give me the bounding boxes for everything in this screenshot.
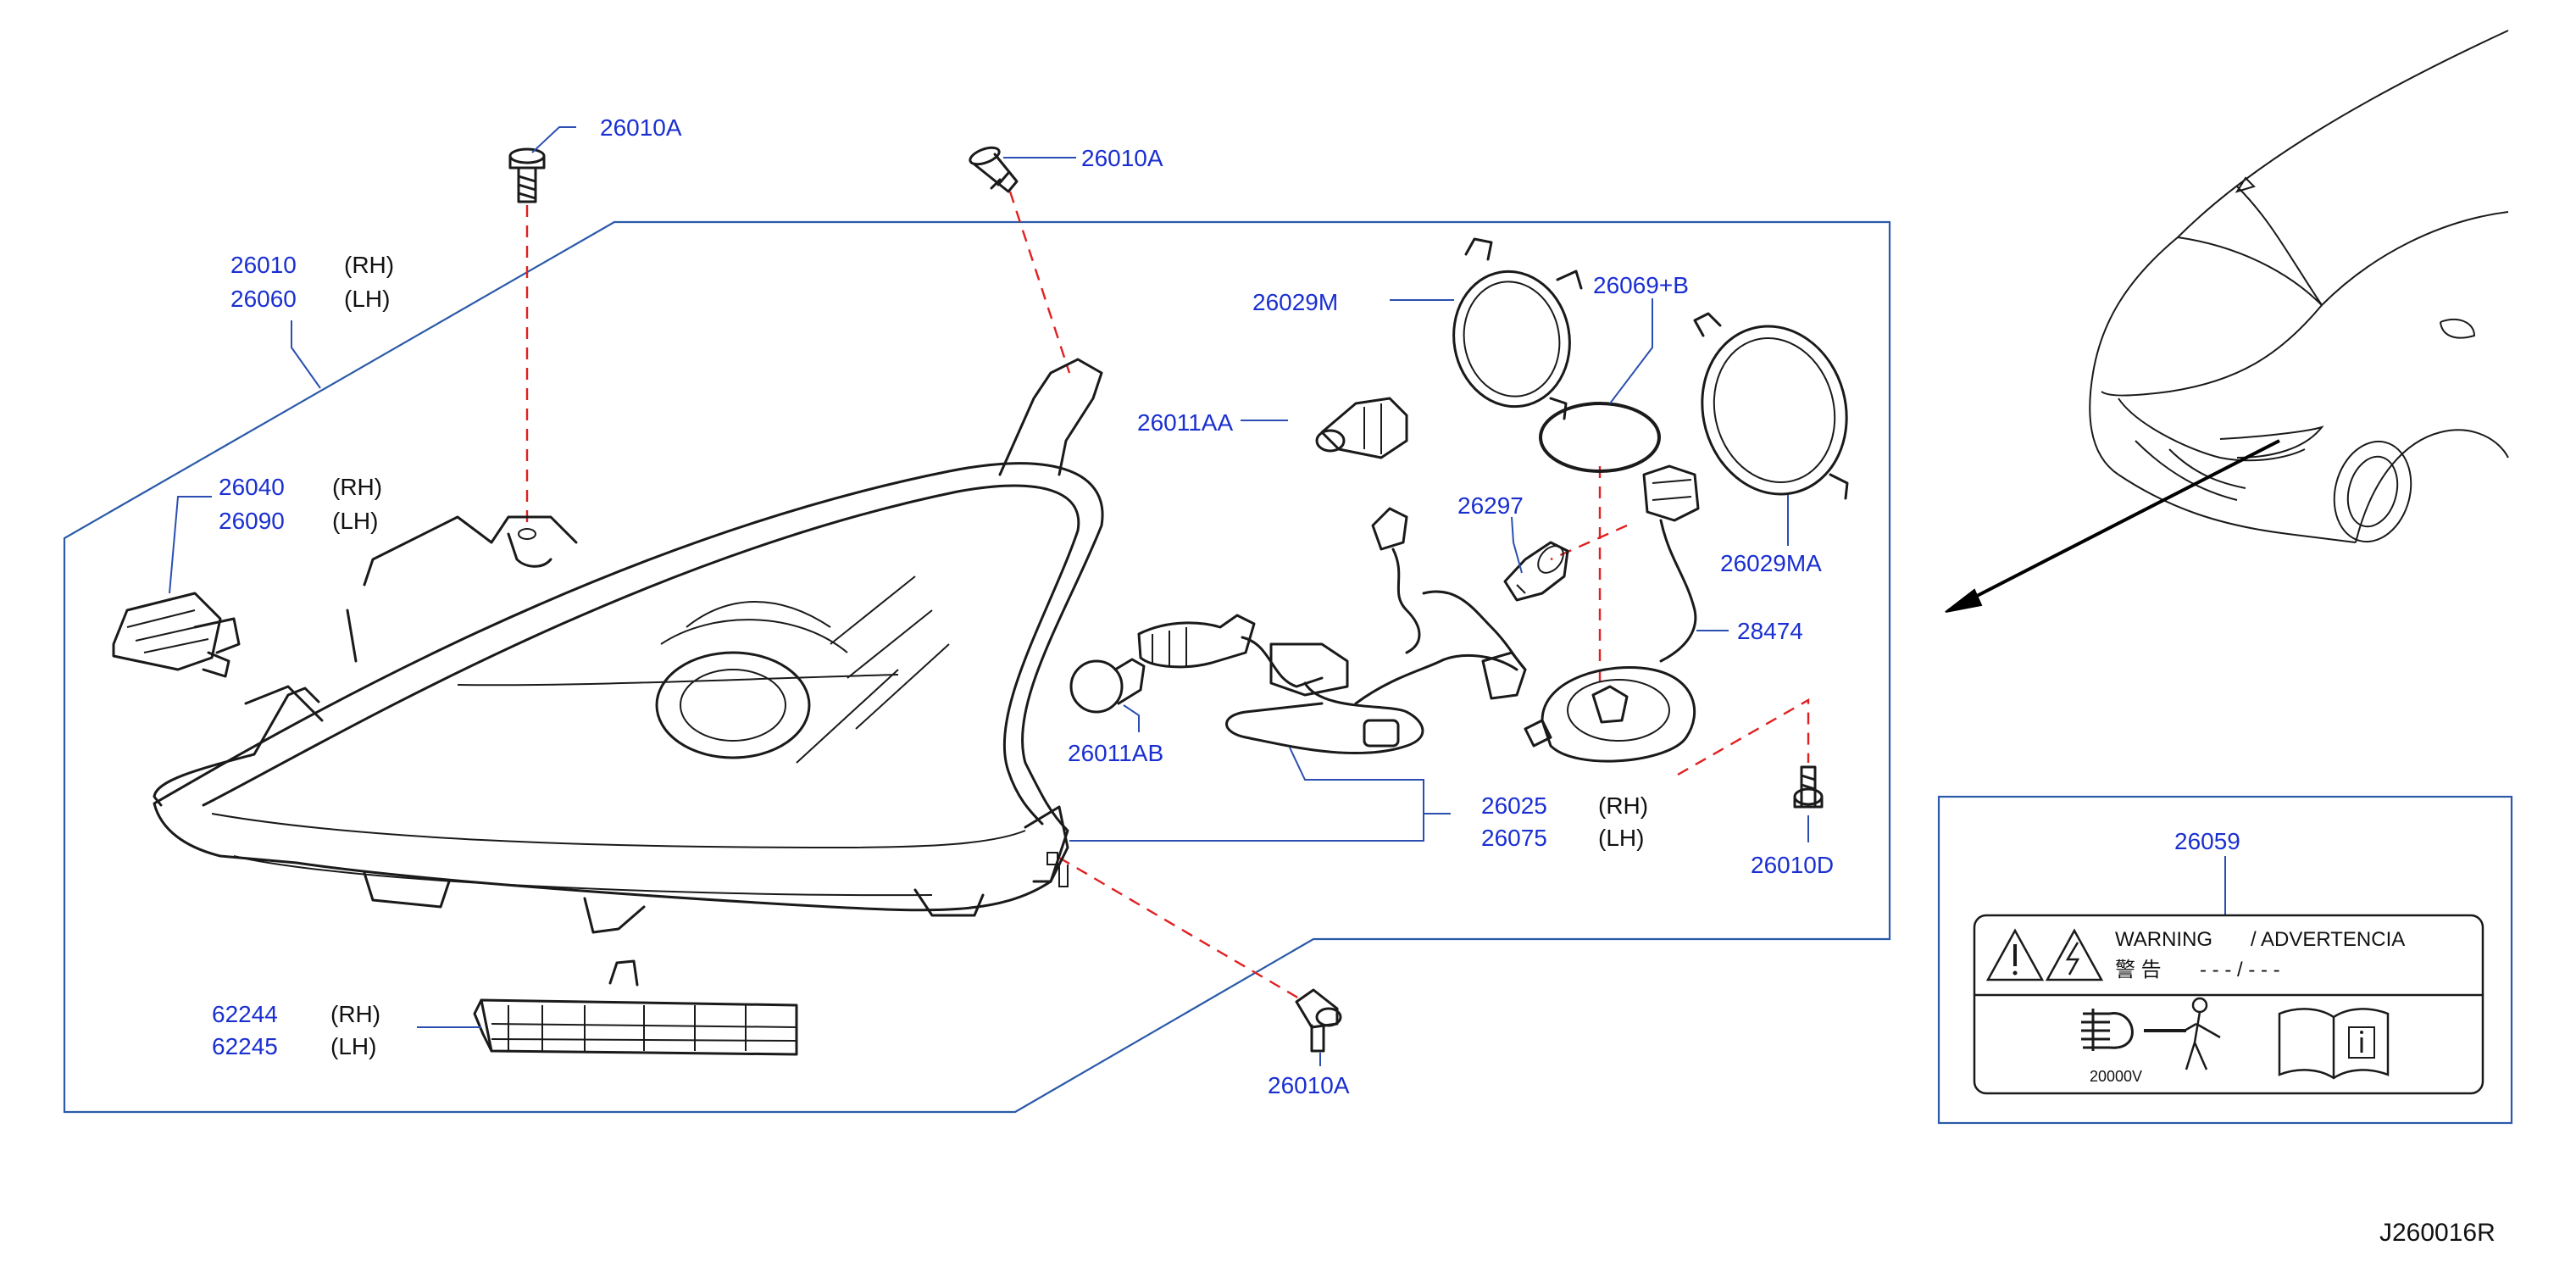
callout-26010d: 26010D [1751,852,1834,878]
side-lh-26060: (LH) [344,286,390,312]
leader-26025 [1289,747,1451,814]
side-rh-26040: (RH) [332,474,382,500]
leader-26010 [291,320,321,389]
headlamp-housing [153,358,1104,934]
lamp-ring-26029ma [1693,312,1849,500]
bolt-26010a-top-mid [969,146,1019,193]
side-marker-bracket [112,592,241,678]
callout-26010a-top-left: 26010A [600,114,682,141]
guide-line-bolt-mid [1008,191,1071,374]
side-lh-62245: (LH) [330,1033,376,1059]
side-rh-26025: (RH) [1598,792,1648,819]
bulb-26011ab [1069,658,1146,714]
callout-26090: 26090 [219,508,285,534]
bulb-26297 [1503,541,1569,602]
callout-26040: 26040 [219,474,285,500]
callout-26029m: 26029M [1252,289,1338,315]
bolt-26010a-bottom [1295,988,1342,1053]
diagram-code: J260016R [2379,1219,2496,1247]
vehicle-sketch [1945,30,2509,613]
bolt-26010d [1793,765,1824,809]
guide-line-bulb-left [1550,524,1628,561]
guide-line-bolt-bottom [1058,856,1306,1003]
callout-26297: 26297 [1457,492,1524,519]
callout-26010: 26010 [230,252,297,278]
callout-26010a-top-mid: 26010A [1081,145,1163,171]
label-advertencia: ADVERTENCIA [2261,928,2405,951]
lamp-ring-26029m [1452,237,1583,420]
bulb-26011aa [1315,397,1408,459]
callout-62244: 62244 [212,1001,278,1027]
callout-28474: 28474 [1737,618,1803,644]
guide-line-ballast [1677,698,1810,776]
label-dashes: - - - / - - - [2200,959,2280,981]
igniter-28474 [1524,464,1700,763]
callout-26011ab: 26011AB [1068,740,1163,766]
socket-harness [1137,507,1527,755]
callout-26011aa: 26011AA [1137,409,1233,436]
callout-62245: 62245 [212,1033,278,1059]
high-voltage-icon [2045,928,2104,981]
side-lh-26090: (LH) [332,508,378,534]
callout-26069b: 26069+B [1593,272,1689,298]
leader-26297 [1511,516,1523,574]
exclamation-icon [1985,928,2045,981]
leader-26011ab [1123,704,1140,732]
callout-26025: 26025 [1481,792,1547,819]
callout-26075: 26075 [1481,825,1547,851]
assembly-frame [63,220,1891,1114]
warning-label: WARNING / ADVERTENCIA 警 告 - - - / - - - … [1973,914,2484,1095]
label-slash: / [2251,928,2257,951]
callout-26029ma: 26029MA [1720,550,1822,576]
leader-26040 [169,496,212,594]
side-lh-26075: (LH) [1598,825,1644,851]
label-voltage: 20000V [2090,1068,2142,1085]
callout-26060: 26060 [230,286,297,312]
manual-book-icon [2278,1008,2390,1080]
bolt-26010a-top-left [508,147,546,203]
leader-26069b [1609,298,1653,404]
callout-26010a-bottom: 26010A [1268,1072,1350,1098]
warning-label-frame [1937,795,2513,1125]
side-rh-62244: (RH) [330,1001,380,1027]
label-jp-warning: 警 告 [2115,959,2162,981]
leader-26025-b [1069,814,1424,842]
o-ring [1539,402,1661,473]
clip-rail [473,959,798,1056]
label-warning: WARNING [2115,928,2212,951]
lamp-shock-icon [2081,997,2221,1070]
leader-26010a-left [531,126,576,153]
callout-26059: 26059 [2174,828,2240,854]
side-rh-26010: (RH) [344,252,394,278]
